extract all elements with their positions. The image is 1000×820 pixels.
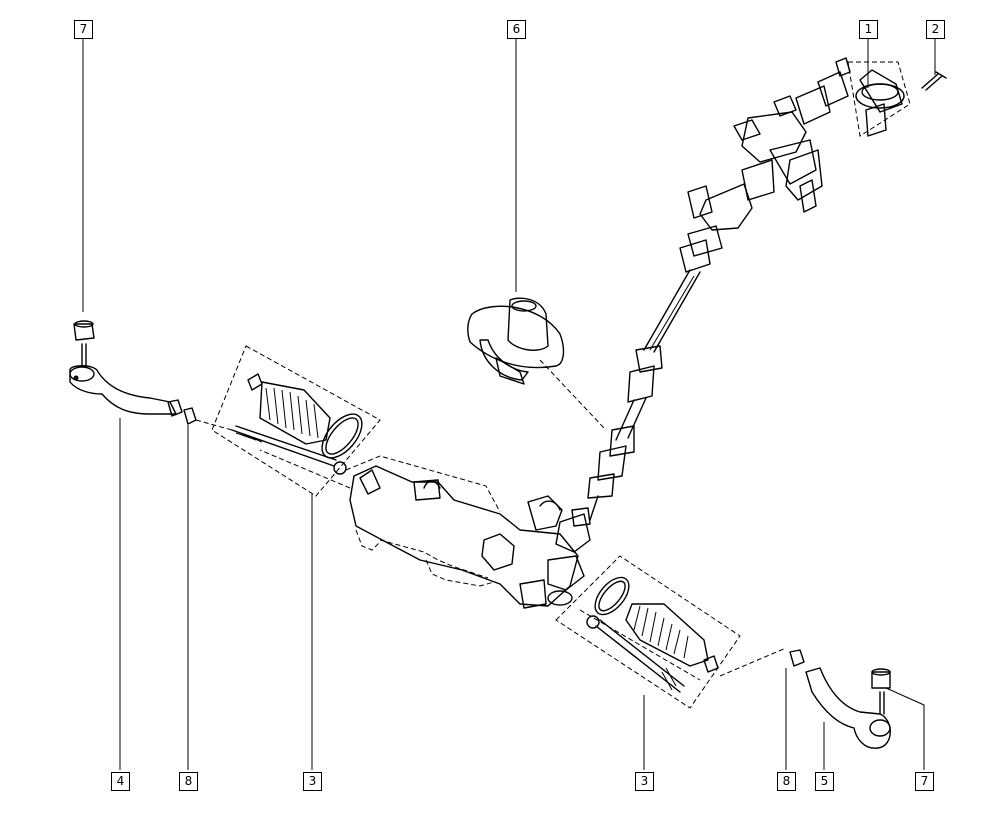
steering-rack bbox=[259, 449, 701, 681]
right-tie-rod-end bbox=[789, 649, 891, 749]
part-1-mount bbox=[847, 61, 911, 137]
callout-3-right: 3 bbox=[635, 772, 654, 791]
right-tie-rod-kit bbox=[555, 555, 787, 709]
part-2-bolt bbox=[921, 71, 947, 91]
part-6-boot bbox=[467, 297, 605, 429]
callout-3-left: 3 bbox=[303, 772, 322, 791]
callout-2: 2 bbox=[926, 20, 945, 39]
leader-lines bbox=[82, 38, 936, 770]
callout-7-bottom: 7 bbox=[915, 772, 934, 791]
steering-column bbox=[587, 57, 851, 521]
callout-8-right: 8 bbox=[777, 772, 796, 791]
callout-5: 5 bbox=[815, 772, 834, 791]
callout-8-left: 8 bbox=[179, 772, 198, 791]
callout-6: 6 bbox=[507, 20, 526, 39]
callout-1: 1 bbox=[859, 20, 878, 39]
left-tie-rod-end bbox=[69, 320, 233, 431]
callout-7-top: 7 bbox=[74, 20, 93, 39]
callout-4: 4 bbox=[111, 772, 130, 791]
left-tie-rod-kit bbox=[211, 345, 381, 497]
